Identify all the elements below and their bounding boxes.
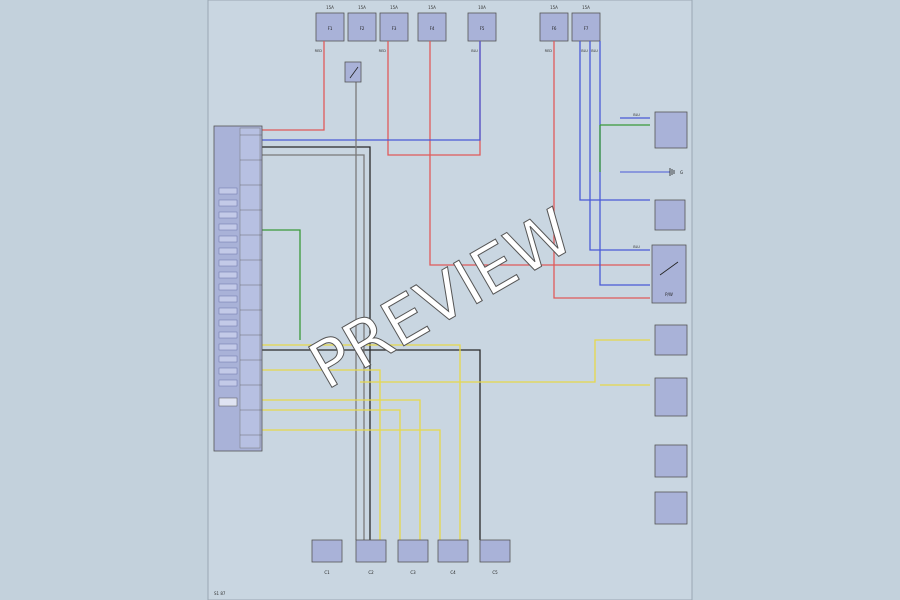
switch-contact (349, 66, 359, 79)
wire-red-4 (553, 41, 650, 299)
fuse-rating-1: 15A (326, 5, 334, 10)
wire-label-3: BLU (471, 49, 478, 53)
connector-2 (355, 539, 387, 563)
fuse-block-2 (347, 12, 377, 42)
bottom-connectors (311, 539, 511, 563)
main-control-module (213, 125, 263, 452)
wire-blue-1 (262, 41, 481, 141)
wire-yellow-2 (262, 369, 381, 540)
module-right-6 (654, 491, 688, 525)
module-right-relay (651, 244, 687, 304)
wire-gray-2 (262, 154, 365, 540)
connector-id-4: C4 (450, 570, 456, 575)
wire-red-3 (429, 41, 650, 266)
fuse-rating-6: 15A (550, 5, 558, 10)
ground-label: G (680, 170, 683, 175)
module-right-5 (654, 444, 688, 478)
wire-yellow-7 (262, 409, 401, 540)
wire-label-6: RED (545, 49, 553, 53)
wire-label-7: BLU (633, 113, 640, 117)
ground-icon (669, 168, 675, 176)
fuse-rating-4: 15A (428, 5, 436, 10)
fuse-block-4 (417, 12, 447, 42)
connector-id-5: C5 (492, 570, 498, 575)
relay-label: P/W (665, 292, 673, 297)
module-right-1 (654, 111, 688, 149)
connector-1 (311, 539, 343, 563)
wire-black-1 (262, 146, 371, 540)
fuse-id-3: F3 (392, 26, 397, 31)
wire-label-2: RED (379, 49, 387, 53)
wire-label-4: BLU (581, 49, 588, 53)
right-modules (651, 111, 688, 525)
wire-yellow-5 (360, 339, 650, 383)
connector-4 (437, 539, 469, 563)
fuse-rating-5: 10A (478, 5, 486, 10)
fuse-id-4: F4 (430, 26, 435, 31)
fuse-id-5: F5 (480, 26, 485, 31)
relay-contact (659, 261, 679, 276)
fuse-block-5 (467, 12, 497, 42)
fuse-id-7: F7 (584, 26, 589, 31)
module-right-3 (654, 324, 688, 356)
connector-id-1: C1 (324, 570, 330, 575)
fuse-panel-row: 15A 15A 15A 15A 10A 15A 15A F1 F2 F3 F4 … (315, 5, 601, 42)
footer-code: S1 87 (214, 591, 226, 596)
wires (262, 41, 650, 540)
fuse-id-1: F1 (328, 26, 333, 31)
fuse-id-2: F2 (360, 26, 365, 31)
wire-yellow-3 (262, 399, 421, 540)
connector-5 (479, 539, 511, 563)
switch-box (344, 61, 362, 83)
wire-blue-2 (579, 41, 650, 201)
fuse-block-7 (571, 12, 601, 42)
connector-id-2: C2 (368, 570, 374, 575)
wire-label-5: BLU (591, 49, 598, 53)
fuse-rating-2: 15A (358, 5, 366, 10)
wire-label-8: BLU (633, 245, 640, 249)
wire-label-1: RED (315, 49, 323, 53)
wire-green-3 (262, 229, 301, 340)
fuse-rating-3: 15A (390, 5, 398, 10)
wire-black-2 (262, 349, 481, 540)
wire-blue-4 (599, 41, 650, 286)
wire-blue-3 (589, 41, 650, 251)
module-right-4 (654, 377, 688, 417)
fuse-block-1 (315, 12, 345, 42)
wire-yellow-1 (262, 344, 461, 540)
wire-yellow-4 (262, 429, 441, 540)
diagram-sheet (207, 0, 693, 600)
connector-id-3: C3 (410, 570, 416, 575)
fuse-id-6: F6 (552, 26, 557, 31)
connector-3 (397, 539, 429, 563)
wire-red-main (262, 41, 325, 131)
module-right-2 (654, 199, 686, 231)
fuse-block-3 (379, 12, 409, 42)
fuse-rating-7: 15A (582, 5, 590, 10)
